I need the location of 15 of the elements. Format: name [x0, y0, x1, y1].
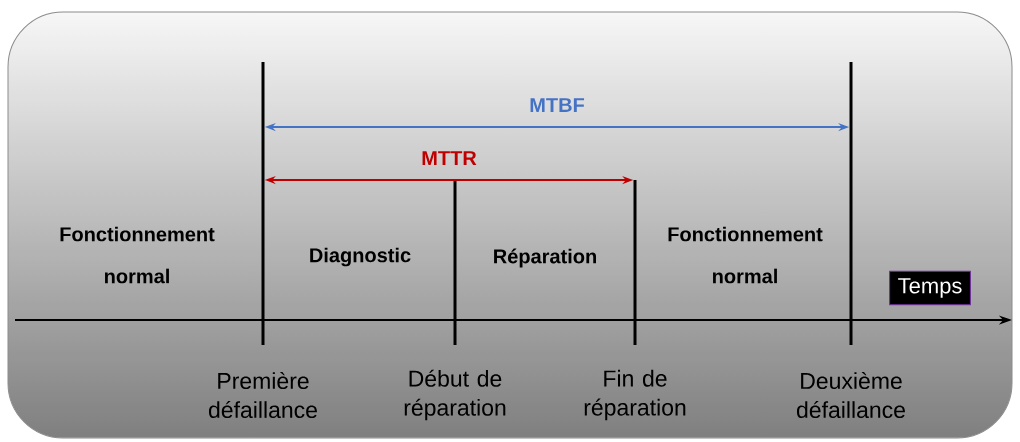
marker-line [633, 180, 637, 345]
phase-label: Diagnostic [310, 247, 411, 267]
event-label: Début de réparation [404, 369, 506, 421]
event-label: Première défaillance [209, 371, 317, 419]
phase-label: Fonctionnement normal [60, 226, 215, 284]
edge-label: MTTR [422, 151, 477, 165]
event-label: Fin de réparation [584, 369, 686, 421]
label-box: Temps [889, 270, 971, 306]
edge-label: MTBF [530, 98, 585, 112]
phase-label: Réparation [494, 248, 596, 268]
event-label: Deuxième défaillance [797, 371, 905, 419]
marker-line [453, 180, 457, 345]
marker-line [261, 62, 265, 345]
phase-label: Fonctionnement normal [668, 226, 823, 284]
marker-line [849, 62, 853, 345]
